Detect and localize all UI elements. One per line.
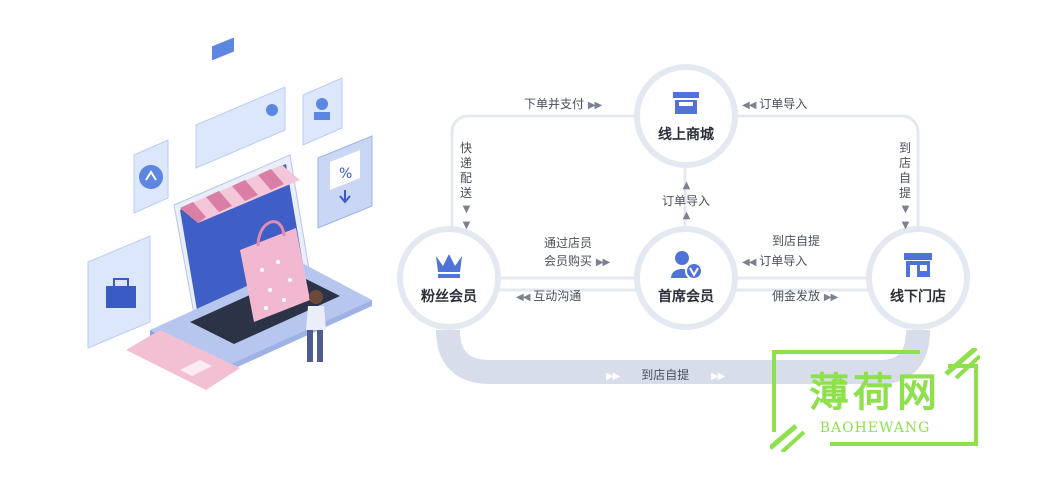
floating-panel-bag — [87, 235, 151, 349]
arrow-left-icon: ◀◀ — [516, 292, 530, 303]
node-label: 线上商城 — [658, 127, 714, 143]
watermark: 薄荷网 BAOHEWANG — [770, 348, 980, 452]
arrow-right-icon: ▶▶ — [606, 371, 620, 382]
flow-label-order-import-top: ◀◀ 订单导入 — [742, 97, 808, 111]
floating-panel-profile — [302, 77, 343, 146]
node-label: 首席会员 — [658, 289, 714, 305]
flow-label-member-buy: 会员购买 ▶▶ — [544, 254, 610, 268]
arrow-up-icon: ▲ — [682, 210, 691, 221]
shopping-bag — [240, 220, 310, 322]
watermark-frame — [770, 348, 980, 452]
floating-panel-delivery — [195, 37, 286, 169]
floating-panel-share — [133, 139, 169, 214]
flow-label-commission: 佣金发放 ▶▶ — [772, 289, 838, 303]
flow-label-via-store: 通过店员 — [544, 236, 593, 250]
node-chief-member: 首席会员 — [640, 232, 732, 324]
node-label: 粉丝会员 — [421, 289, 477, 305]
shop-awning — [180, 165, 300, 223]
node-online-mall: 线上商城 — [640, 70, 732, 162]
watermark-subtitle: BAOHEWANG — [819, 420, 931, 436]
flow-label-store-pickup-bottom: ▶▶ 到店自提 ▶▶ — [606, 368, 725, 382]
credit-card — [126, 330, 240, 390]
store-awning-icon — [673, 92, 699, 114]
flow-label-pickup-import-2: ◀◀ 订单导入 — [742, 254, 808, 268]
arrow-down-icon: ▼▼ — [901, 204, 910, 231]
floating-panel-discount: % — [317, 135, 373, 229]
arrow-left-icon: ◀◀ — [742, 100, 756, 111]
ecommerce-illustration: % — [87, 37, 373, 390]
flow-label-place-order: 下单并支付 ▶▶ — [524, 97, 602, 111]
flow-label-store-pickup-right: 到店自提▼▼ — [898, 141, 911, 231]
vip-user-icon — [671, 251, 703, 280]
arrow-right-icon: ▶▶ — [587, 100, 602, 111]
arrow-left-icon: ◀◀ — [742, 257, 756, 268]
arrow-right-icon: ▶▶ — [595, 257, 610, 268]
arrow-right-icon: ▶▶ — [711, 371, 725, 382]
flow-label-order-import-mid: ▲ 订单导入 ▲ — [656, 180, 716, 222]
flow-label-interact: ◀◀ 互动沟通 — [516, 289, 582, 303]
node-fans-member: 粉丝会员 — [403, 232, 495, 324]
node-label: 线下门店 — [890, 289, 946, 305]
shop-icon — [904, 253, 932, 277]
arrow-down-icon: ▼▼ — [462, 204, 471, 231]
flow-label-express: 快递配送▼▼ — [459, 141, 472, 231]
arrow-up-icon: ▲ — [682, 180, 691, 191]
discount-icon: % — [339, 166, 352, 182]
crown-icon — [436, 254, 462, 278]
arrow-right-icon: ▶▶ — [823, 292, 838, 303]
watermark-title: 薄荷网 — [809, 370, 941, 416]
node-offline-store: 线下门店 — [872, 232, 964, 324]
flow-label-pickup-import-1: 到店自提 — [772, 234, 821, 248]
person-figure — [306, 290, 326, 362]
